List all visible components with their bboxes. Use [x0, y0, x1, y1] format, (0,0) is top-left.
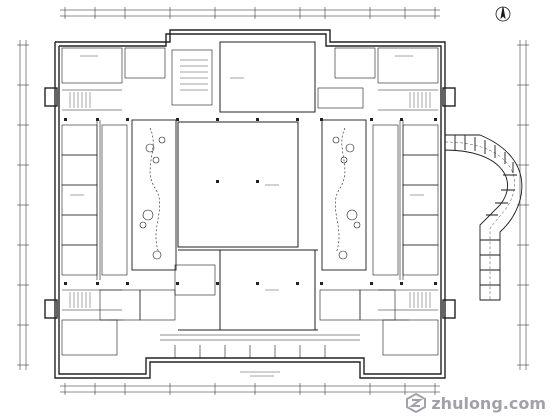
watermark: zhulong.com	[405, 392, 546, 414]
central-hall	[177, 41, 318, 331]
stairs	[69, 59, 431, 308]
left-wing-rooms	[61, 47, 213, 356]
left-courtyard	[131, 119, 177, 271]
right-wing-rooms	[317, 47, 439, 356]
column-grid	[64, 118, 437, 285]
right-courtyard	[321, 119, 367, 271]
curved-ramp	[444, 134, 523, 301]
exterior-walls	[44, 29, 456, 379]
watermark-text: zhulong.com	[431, 393, 546, 413]
zhulong-logo-icon	[406, 392, 427, 414]
south-rooms	[99, 264, 396, 358]
annotation-marks	[70, 55, 424, 377]
dimension-lines	[17, 7, 529, 395]
north-arrow-icon	[495, 6, 511, 22]
